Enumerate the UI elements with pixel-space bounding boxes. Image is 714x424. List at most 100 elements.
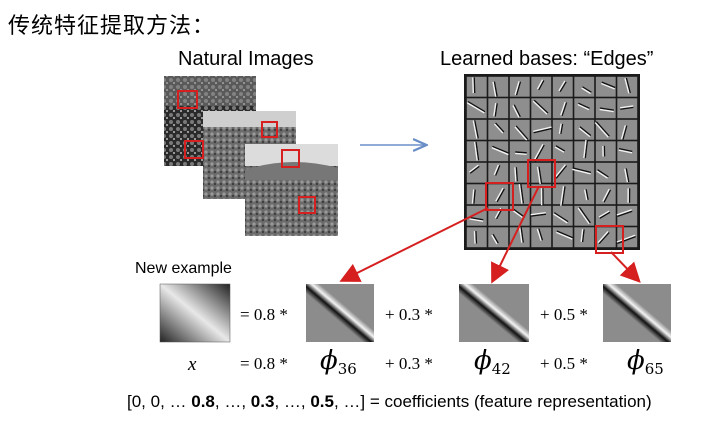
learned-bases-label: Learned bases: “Edges” [440, 48, 654, 70]
basis-edge-stroke [469, 165, 480, 174]
learned-bases-grid [464, 74, 640, 250]
basis-tile [552, 162, 573, 183]
basis-edge-stroke [515, 125, 529, 140]
basis-tile [574, 76, 595, 97]
basis-edge-stroke [473, 189, 476, 204]
basis-edge-stroke [512, 105, 520, 118]
basis-tile [595, 205, 616, 226]
row1-plus-coef-1: + 0.3 * [385, 305, 433, 324]
basis-edge-stroke [467, 100, 486, 113]
basis-edge-stroke [618, 149, 633, 154]
basis-edge-stroke [595, 121, 610, 137]
basis-edge-stroke [584, 189, 588, 201]
basis-edge-stroke [493, 81, 498, 97]
basis-tile [531, 162, 552, 183]
arrow-to-phi36-icon [339, 207, 489, 282]
basis-edge-stroke [472, 120, 478, 139]
basis-edge-stroke [599, 108, 614, 113]
basis-tile [466, 184, 487, 205]
basis-patch-42 [459, 284, 529, 342]
basis-edge-stroke [561, 102, 568, 117]
basis-edge-stroke [616, 234, 636, 243]
basis-edge-stroke [577, 207, 590, 225]
basis-edge-stroke [515, 81, 522, 96]
basis-edge-stroke [474, 120, 479, 139]
basis-highlight-box [485, 182, 514, 211]
basis-edge-stroke [596, 170, 608, 179]
basis-tile [488, 119, 509, 140]
basis-tile [509, 76, 530, 97]
image-patch-box [281, 149, 300, 168]
coef-sep: , …, [214, 392, 251, 411]
basis-edge-stroke [583, 139, 587, 159]
basis-edge-stroke [533, 99, 549, 114]
basis-edge-stroke [475, 141, 480, 161]
coef-suffix: , …] = coefficients (feature representat… [333, 392, 652, 411]
basis-edge-stroke [553, 213, 568, 224]
basis-edge-stroke [493, 102, 497, 117]
basis-tile [595, 184, 616, 205]
basis-edge-stroke [556, 231, 573, 240]
new-example-label: New example [135, 260, 232, 277]
basis-edge-stroke [616, 209, 632, 216]
basis-edge-stroke [556, 230, 574, 239]
basis-edge-stroke [555, 165, 568, 179]
basis-tile [488, 184, 509, 205]
basis-edge-stroke [492, 81, 497, 97]
basis-patch-36 [306, 284, 374, 342]
basis-edge-stroke [577, 103, 590, 111]
basis-edge-stroke [560, 186, 565, 206]
basis-edge-stroke [558, 123, 562, 134]
basis-edge-stroke [554, 146, 565, 153]
basis-edge-stroke [624, 78, 630, 94]
x-symbol: x [188, 354, 197, 375]
basis-edge-stroke [536, 228, 542, 241]
slide-heading: 传统特征提取方法： [8, 14, 216, 39]
basis-tile [574, 184, 595, 205]
basis-tile [595, 98, 616, 119]
basis-edge-stroke [554, 164, 566, 178]
image-patch-box [298, 196, 316, 214]
natural-images-label: Natural Images [178, 48, 314, 70]
row1-equals-coef: = 0.8 * [240, 305, 288, 324]
basis-edge-stroke [584, 139, 589, 159]
basis-edge-stroke [514, 126, 528, 141]
basis-edge-stroke [538, 80, 545, 91]
basis-edge-stroke [533, 126, 552, 133]
basis-edge-stroke [495, 122, 505, 133]
basis-edge-stroke [496, 188, 505, 203]
basis-edge-stroke [560, 101, 566, 116]
basis-edge-stroke [559, 81, 567, 92]
basis-edge-stroke [555, 145, 566, 152]
basis-edge-stroke [530, 213, 547, 217]
basis-edge-stroke [560, 123, 564, 135]
basis-edge-stroke [561, 186, 566, 207]
coef-prefix: [0, 0, … [127, 392, 192, 411]
phi-42-subscript: 42 [491, 360, 511, 378]
basis-edge-stroke [511, 208, 525, 220]
coefficients-line: [0, 0, … 0.8, …, 0.3, …, 0.5, …] = coeff… [127, 392, 652, 412]
basis-tile [552, 119, 573, 140]
basis-tile [531, 205, 552, 226]
basis-edge-stroke [494, 103, 498, 117]
basis-edge-stroke [594, 122, 609, 138]
basis-edge-stroke [600, 82, 615, 90]
basis-tile [466, 205, 487, 226]
phi-65: ϕ65 [627, 346, 664, 378]
basis-edge-stroke [599, 107, 614, 111]
basis-edge-stroke [532, 100, 548, 115]
coef-value-05: 0.5 [310, 392, 334, 411]
basis-edge-stroke [530, 212, 546, 216]
basis-edge-stroke [581, 229, 585, 243]
basis-edge-stroke [475, 231, 478, 244]
basis-edge-stroke [520, 183, 525, 204]
basis-highlight-box [595, 225, 624, 254]
basis-edge-stroke [625, 168, 630, 183]
basis-edge-stroke [620, 105, 634, 109]
basis-edge-stroke [469, 216, 484, 221]
basis-tile [617, 184, 638, 205]
basis-edge-stroke [622, 125, 628, 140]
basis-edge-stroke [466, 102, 485, 114]
phi-42: ϕ42 [474, 346, 511, 378]
basis-edge-stroke [468, 164, 479, 173]
